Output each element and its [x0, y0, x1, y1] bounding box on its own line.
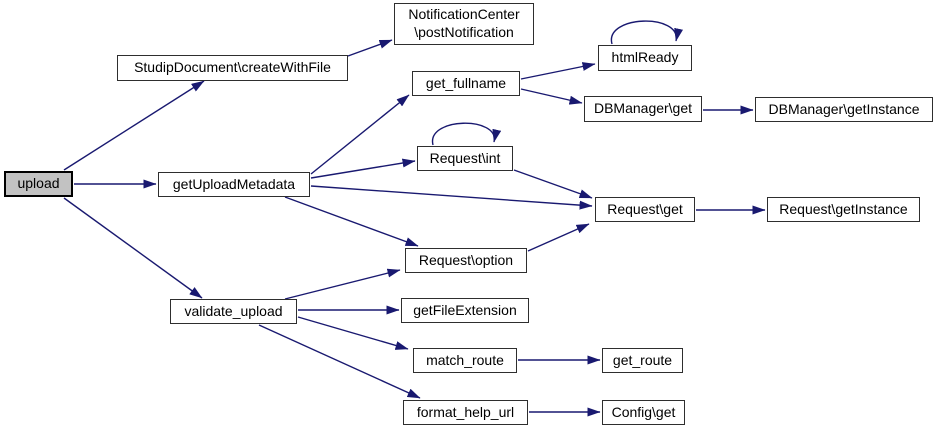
node-config-get[interactable]: Config\get	[602, 400, 685, 425]
edge-get_upload_metadata-to-request_int	[310, 158, 416, 179]
node-label: Config\get	[611, 403, 676, 420]
node-studipdocument-createwithfile[interactable]: StudipDocument\createWithFile	[117, 55, 348, 81]
edge-html_ready-to-html_ready	[610, 20, 683, 45]
node-label: upload	[17, 175, 60, 192]
node-get-route[interactable]: get_route	[602, 348, 683, 373]
node-label: match_route	[426, 351, 504, 368]
node-label: Request\int	[429, 149, 501, 166]
node-validate-upload[interactable]: validate_upload	[170, 299, 297, 324]
node-label: get_route	[612, 351, 673, 368]
edge-create_with_file-to-post_notification	[347, 39, 393, 57]
node-label: Request\get	[607, 200, 683, 217]
node-label: format_help_url	[416, 403, 515, 420]
node-label: Request\getInstance	[779, 200, 908, 217]
edge-request_int-to-request_int	[432, 122, 502, 146]
edge-validate_upload-to-request_option	[284, 268, 401, 300]
node-label: DBManager\get	[593, 100, 693, 117]
node-getfileextension[interactable]: getFileExtension	[401, 298, 529, 323]
node-label: NotificationCenter \postNotification	[408, 6, 520, 40]
edge-upload-to-validate_upload	[63, 197, 203, 299]
edge-get_upload_metadata-to-request_option	[284, 196, 419, 247]
node-request-get[interactable]: Request\get	[595, 197, 695, 222]
node-label: StudipDocument\createWithFile	[134, 59, 331, 76]
node-match-route[interactable]: match_route	[413, 348, 517, 373]
edge-validate_upload-to-format_help_url	[258, 324, 421, 399]
edge-request_option-to-request_get	[527, 223, 590, 252]
node-label: DBManager\getInstance	[768, 100, 920, 117]
node-dbmanager-get[interactable]: DBManager\get	[584, 96, 702, 122]
node-dbmanager-getinstance[interactable]: DBManager\getInstance	[755, 97, 933, 122]
node-request-option[interactable]: Request\option	[405, 248, 527, 273]
edge-upload-to-create_with_file	[63, 80, 205, 171]
node-format-help-url[interactable]: format_help_url	[403, 400, 528, 425]
node-label: htmlReady	[611, 49, 679, 66]
node-request-getinstance[interactable]: Request\getInstance	[767, 197, 920, 222]
node-request-int[interactable]: Request\int	[417, 146, 513, 171]
node-label: validate_upload	[184, 302, 283, 319]
node-getuploadmetadata[interactable]: getUploadMetadata	[158, 172, 310, 197]
edge-request_int-to-request_get	[513, 169, 593, 199]
node-htmlready[interactable]: htmlReady	[598, 45, 692, 71]
node-label: getUploadMetadata	[172, 175, 296, 192]
node-upload[interactable]: upload	[4, 171, 73, 197]
edge-get_upload_metadata-to-get_fullname	[310, 94, 410, 175]
edge-get_fullname-to-html_ready	[520, 62, 596, 80]
edge-get_fullname-to-dbmanager_get	[520, 88, 583, 105]
node-label: get_fullname	[425, 74, 507, 91]
node-label: getFileExtension	[413, 301, 517, 318]
node-label: Request\option	[418, 251, 514, 268]
edge-get_upload_metadata-to-request_get	[310, 185, 593, 210]
edge-validate_upload-to-match_route	[297, 316, 409, 350]
node-get-fullname[interactable]: get_fullname	[412, 71, 520, 96]
node-notificationcenter-postnotification[interactable]: NotificationCenter \postNotification	[394, 3, 534, 45]
